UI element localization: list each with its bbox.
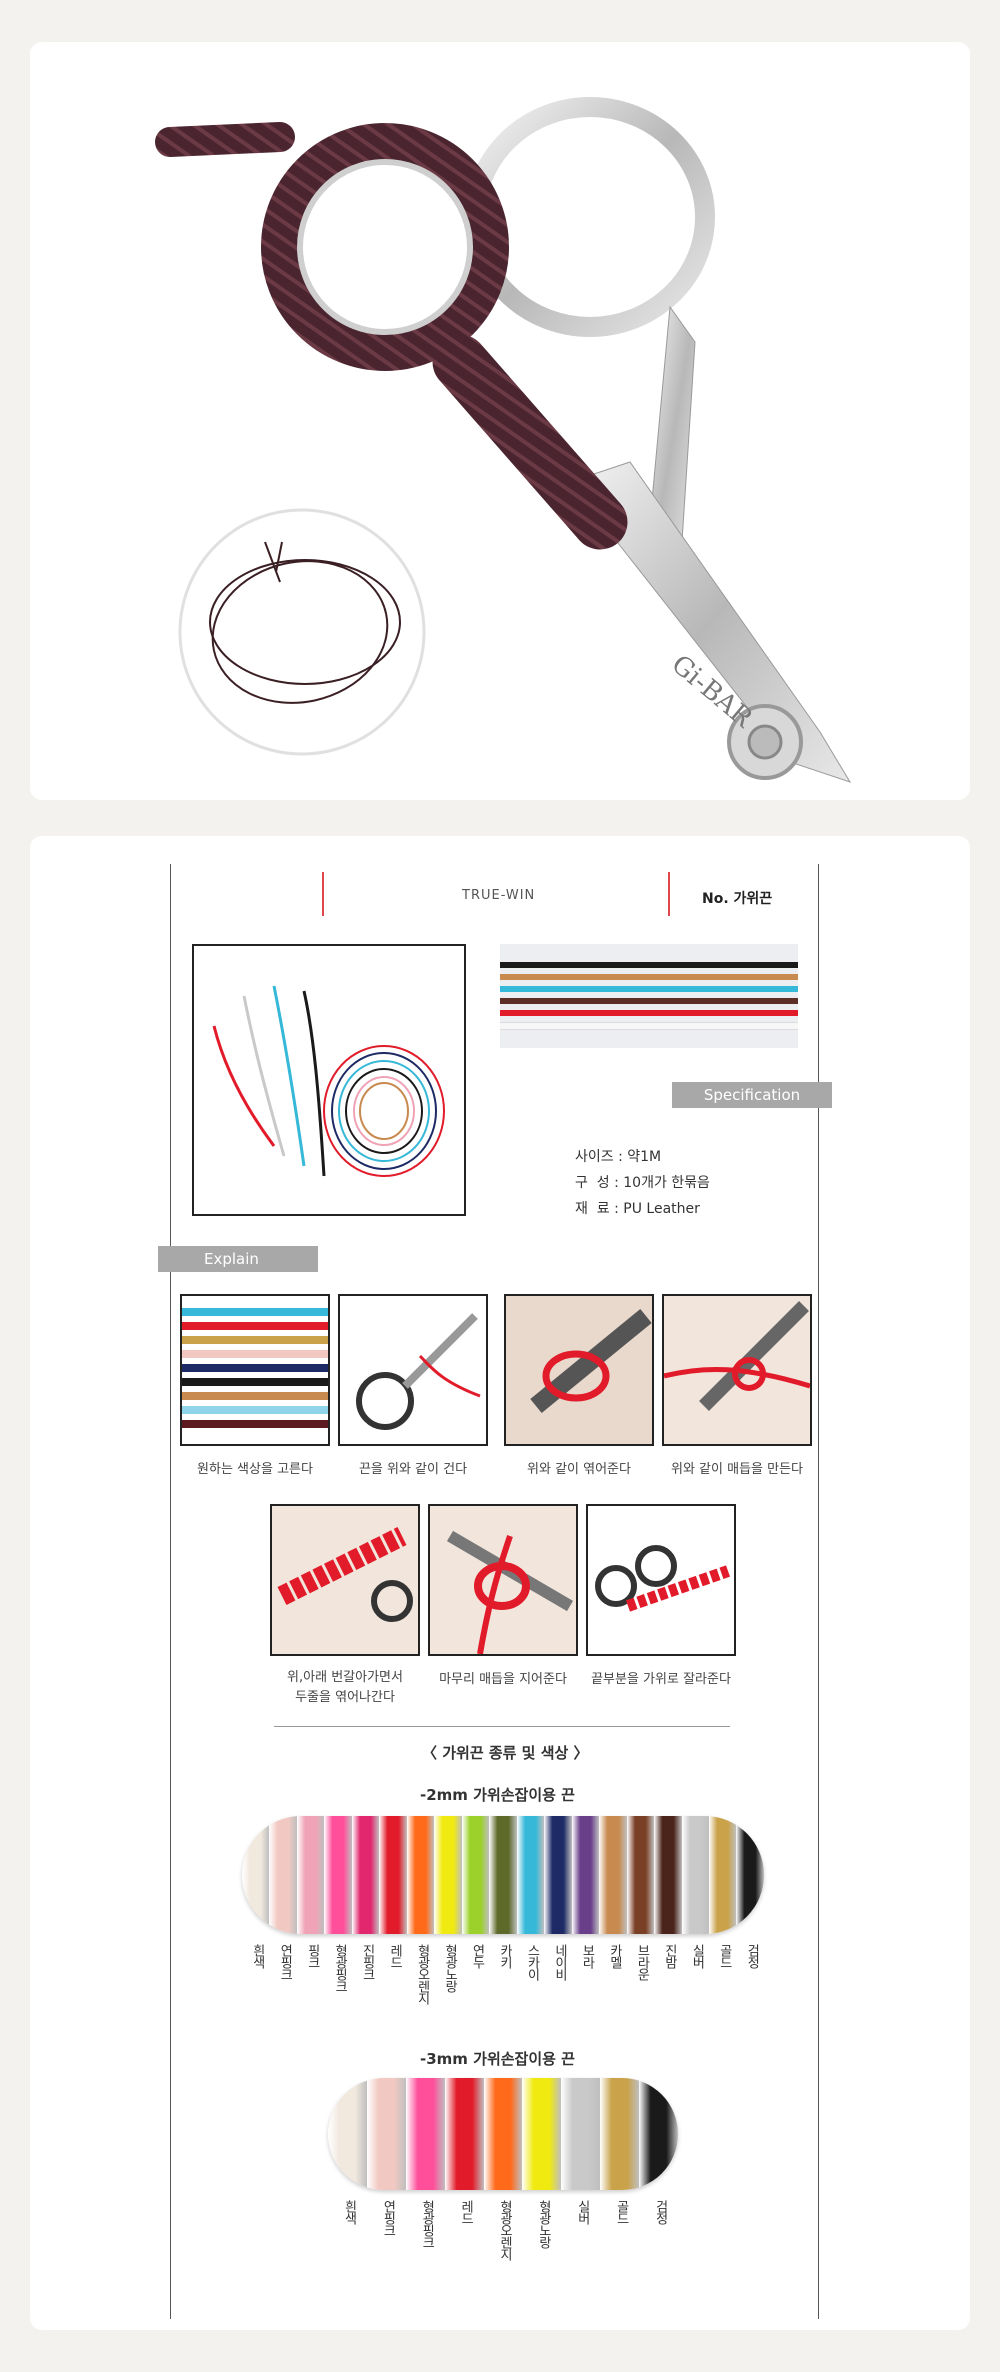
color-swatch bbox=[242, 1816, 270, 1934]
color-label: 형광노랑 bbox=[442, 1944, 458, 1992]
specification-tag: Specification bbox=[672, 1082, 832, 1108]
step-photo-1 bbox=[180, 1294, 330, 1446]
step-photo-6 bbox=[428, 1504, 578, 1656]
color-swatch bbox=[571, 1816, 600, 1934]
frame-line-right bbox=[818, 864, 819, 2319]
color-label: 레드 bbox=[387, 1944, 403, 1968]
step-caption-3: 위와 같이 엮어준다 bbox=[527, 1462, 631, 1477]
color-label: 형광오렌지 bbox=[414, 1944, 430, 2004]
color-swatch bbox=[639, 2078, 678, 2190]
color-label: 카키 bbox=[497, 1944, 512, 1968]
step-caption-5: 위,아래 번갈아가면서 두줄을 엮어나간다 bbox=[287, 1670, 403, 1705]
step-photo-7 bbox=[586, 1504, 736, 1656]
accent-line-2 bbox=[668, 872, 670, 916]
color-swatch bbox=[269, 1816, 297, 1934]
color-swatch bbox=[708, 1816, 737, 1934]
color-labels-2mm: 흰색 연핑크 핑크 형광핑크 진핑크 레드 형광오렌지 형광노랑 연두 카키 스카이 네이비 보라 카멜 브… bbox=[242, 1944, 764, 2044]
color-swatch bbox=[522, 2078, 562, 2190]
scissors-product-image: Gi-BAR bbox=[155, 97, 852, 783]
color-label: 브라운 bbox=[634, 1944, 650, 1980]
color-swatch bbox=[489, 1816, 517, 1934]
spec-material: 재 료 : PU Leather bbox=[575, 1201, 700, 1217]
step-caption-7: 끝부분을 가위로 잘라준다 bbox=[591, 1672, 731, 1687]
section-divider bbox=[274, 1726, 730, 1727]
color-swatch bbox=[681, 1816, 709, 1934]
color-label: 검정 bbox=[652, 2200, 668, 2224]
color-swatch bbox=[483, 2078, 523, 2190]
brand-name: TRUE-WIN bbox=[462, 888, 536, 903]
color-label: 연핑크 bbox=[380, 2200, 396, 2236]
color-swatch bbox=[561, 2078, 601, 2190]
color-swatch bbox=[328, 2078, 367, 2190]
variant-title-3mm: -3mm 가위손잡이용 끈 bbox=[420, 2050, 575, 2068]
color-swatch bbox=[324, 1816, 352, 1934]
color-swatch bbox=[406, 1816, 435, 1934]
product-photo bbox=[192, 944, 466, 1216]
color-swatch bbox=[405, 2078, 445, 2190]
step-photo-5 bbox=[270, 1504, 420, 1656]
color-label: 골드 bbox=[716, 1944, 732, 1968]
detail-card: TRUE-WIN No. 가위끈 bbox=[30, 836, 970, 2330]
color-swatch bbox=[516, 1816, 545, 1934]
section-title: 〈 가위끈 종류 및 색상 〉 bbox=[422, 1744, 589, 1762]
color-label: 진핑크 bbox=[359, 1944, 375, 1980]
explain-tag: Explain bbox=[158, 1246, 318, 1272]
color-swatch bbox=[736, 1816, 764, 1934]
step-caption-2: 끈을 위와 같이 건다 bbox=[358, 1462, 468, 1477]
color-label: 진밤 bbox=[661, 1944, 677, 1968]
color-label: 연두 bbox=[469, 1944, 485, 1968]
color-label: 형광핑크 bbox=[419, 2200, 435, 2248]
color-swatch bbox=[351, 1816, 380, 1934]
color-label: 형광오렌지 bbox=[497, 2200, 512, 2260]
color-labels-3mm: 흰색 연핑크 형광핑크 레드 형광오렌지 형광노랑 실버 골드 검정 bbox=[328, 2200, 678, 2310]
color-swatch bbox=[434, 1816, 462, 1934]
color-label: 형광핑크 bbox=[332, 1944, 348, 1992]
color-swatch bbox=[461, 1816, 490, 1934]
color-label: 레드 bbox=[458, 2200, 474, 2224]
color-strips-photo bbox=[500, 944, 798, 1048]
variant-title-2mm: -2mm 가위손잡이용 끈 bbox=[420, 1786, 575, 1804]
spec-composition: 구 성 : 10개가 한묶음 bbox=[575, 1175, 710, 1191]
color-label: 형광노랑 bbox=[535, 2200, 551, 2248]
step-caption-1: 원하는 색상을 고른다 bbox=[197, 1462, 313, 1477]
color-swatch bbox=[296, 1816, 325, 1934]
frame-line-left bbox=[170, 864, 171, 2319]
color-label: 실버 bbox=[689, 1944, 705, 1968]
color-label: 스카이 bbox=[524, 1944, 540, 1980]
spec-size: 사이즈 : 약1M bbox=[575, 1149, 662, 1165]
color-label: 카멜 bbox=[606, 1944, 622, 1968]
color-swatch bbox=[600, 2078, 640, 2190]
step-photo-3 bbox=[504, 1294, 654, 1446]
step-photo-2 bbox=[338, 1294, 488, 1446]
color-swatch bbox=[544, 1816, 572, 1934]
color-label: 흰색 bbox=[341, 2200, 357, 2224]
hero-card: Gi-BAR bbox=[30, 42, 970, 800]
color-swatch bbox=[444, 2078, 484, 2190]
color-label: 연핑크 bbox=[277, 1944, 293, 1980]
color-swatch bbox=[599, 1816, 627, 1934]
product-number: No. 가위끈 bbox=[702, 891, 773, 907]
color-ring-3mm bbox=[328, 2078, 678, 2190]
color-label: 실버 bbox=[574, 2200, 590, 2224]
color-label: 골드 bbox=[613, 2200, 629, 2224]
color-label: 핑크 bbox=[304, 1944, 320, 1968]
color-swatch bbox=[379, 1816, 407, 1934]
color-label: 검정 bbox=[744, 1944, 760, 1968]
color-label: 네이비 bbox=[551, 1944, 567, 1980]
color-label: 흰색 bbox=[249, 1944, 265, 1968]
step-caption-6: 마무리 매듭을 지어준다 bbox=[439, 1672, 567, 1687]
color-swatch bbox=[654, 1816, 682, 1934]
color-swatch bbox=[366, 2078, 406, 2190]
step-caption-4: 위와 같이 매듭을 만든다 bbox=[671, 1462, 803, 1477]
accent-line-1 bbox=[322, 872, 324, 916]
color-swatch bbox=[626, 1816, 655, 1934]
step-photo-4 bbox=[662, 1294, 812, 1446]
color-ring-2mm bbox=[242, 1816, 764, 1934]
color-label: 보라 bbox=[579, 1944, 595, 1968]
